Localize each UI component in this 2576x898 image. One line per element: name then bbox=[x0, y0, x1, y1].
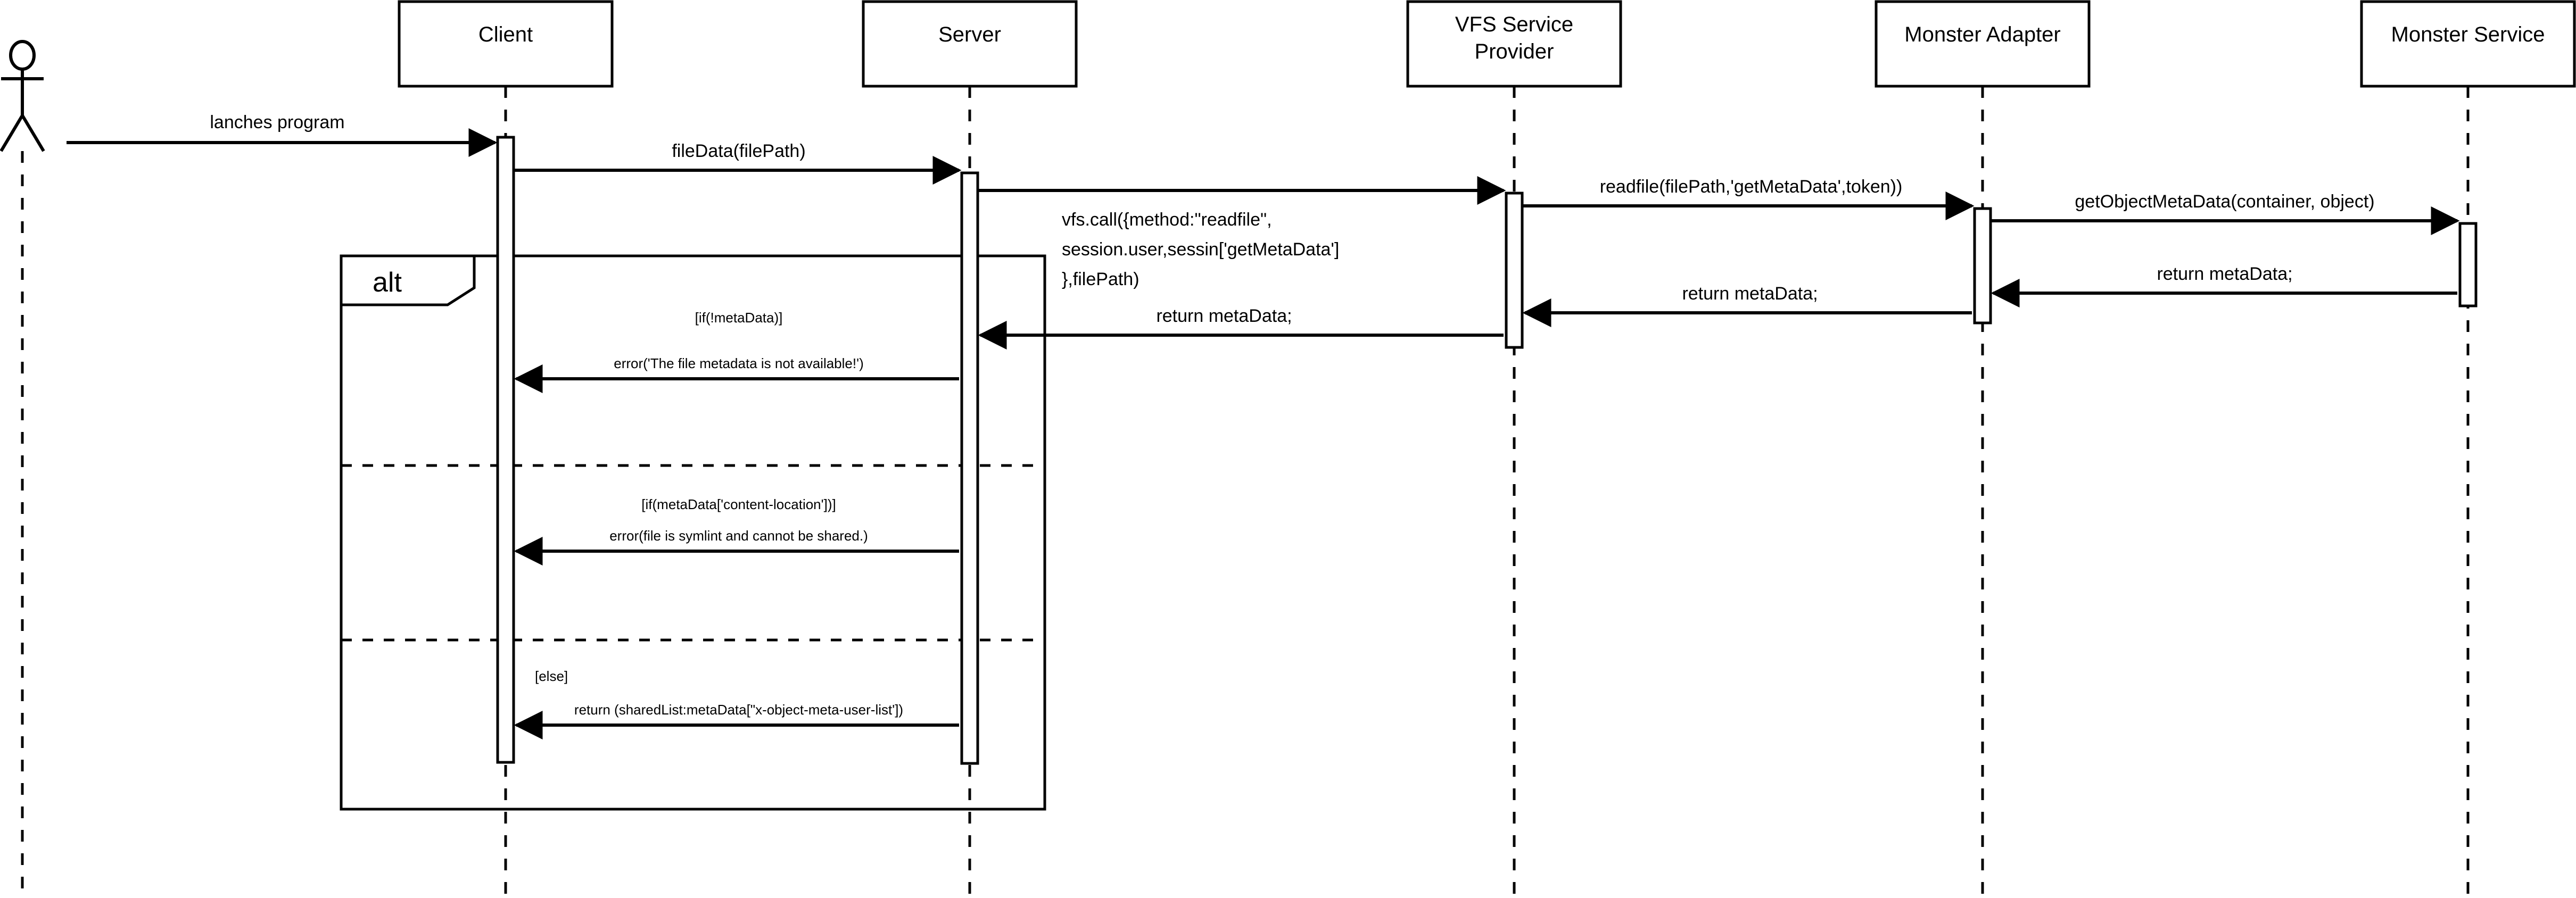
message-vfs-call[interactable]: vfs.call({method:"readfile", session.use… bbox=[978, 176, 1506, 289]
message-label: error('The file metadata is not availabl… bbox=[614, 355, 863, 371]
alt-fragment-operator-label: alt bbox=[373, 267, 402, 298]
activation-bar-server bbox=[960, 171, 979, 765]
message-label: readfile(filePath,'getMetaData',token)) bbox=[1600, 177, 1903, 197]
alt-fragment[interactable]: alt [if(!metaData)] [if(metaData['conten… bbox=[340, 254, 1046, 811]
message-filedata[interactable]: fileData(filePath) bbox=[514, 141, 962, 185]
alt-guard-2: [if(metaData['content-location'])] bbox=[641, 496, 836, 512]
message-readfile[interactable]: readfile(filePath,'getMetaData',token)) bbox=[1522, 177, 1975, 220]
participant-box-monster-adapter[interactable] bbox=[1875, 0, 2091, 88]
message-label-line-1: vfs.call({method:"readfile", bbox=[1062, 210, 1272, 230]
message-label: return metaData; bbox=[1156, 306, 1292, 326]
message-label: return metaData; bbox=[1682, 284, 1818, 304]
alt-fragment-border bbox=[340, 254, 1046, 811]
participant-monster-service[interactable]: Monster Service bbox=[2360, 0, 2576, 898]
participant-label-vfs-line2: Provider bbox=[1475, 40, 1554, 63]
message-label: lanches program bbox=[210, 112, 344, 132]
message-error-symlink[interactable]: error(file is symlint and cannot be shar… bbox=[514, 528, 959, 566]
alt-guard-3: [else] bbox=[535, 668, 568, 684]
message-label: error(file is symlint and cannot be shar… bbox=[609, 528, 868, 544]
message-label: return (sharedList:metaData["x-object-me… bbox=[574, 702, 903, 718]
participant-label-server: Server bbox=[938, 23, 1001, 46]
activation-bar-vfs bbox=[1505, 192, 1524, 349]
message-label: getObjectMetaData(container, object) bbox=[2075, 192, 2374, 212]
actor-stick-figure[interactable] bbox=[0, 40, 45, 898]
message-getobjectmetadata[interactable]: getObjectMetaData(container, object) bbox=[1991, 192, 2460, 235]
message-label: return metaData; bbox=[2157, 264, 2292, 284]
message-label-line-3: },filePath) bbox=[1062, 269, 1140, 289]
actor-left-leg-line bbox=[0, 114, 24, 152]
participant-box-server[interactable] bbox=[862, 0, 1078, 88]
participant-monster-adapter[interactable]: Monster Adapter bbox=[1875, 0, 2091, 898]
message-return-sharedlist[interactable]: return (sharedList:metaData["x-object-me… bbox=[514, 702, 959, 739]
message-return-metadata-vfs[interactable]: return metaData; bbox=[978, 306, 1504, 350]
message-error-metadata-unavailable[interactable]: error('The file metadata is not availabl… bbox=[514, 355, 959, 393]
activation-bar-monster-service bbox=[2458, 222, 2478, 307]
message-label-line-2: session.user,sessin['getMetaData'] bbox=[1062, 239, 1339, 260]
participant-label-vfs-line1: VFS Service bbox=[1455, 13, 1573, 36]
participant-label-monster-adapter: Monster Adapter bbox=[1904, 23, 2061, 46]
message-return-metadata-adapter[interactable]: return metaData; bbox=[1522, 284, 1972, 327]
message-lanches-program[interactable]: lanches program bbox=[67, 112, 498, 157]
participant-box-monster-service[interactable] bbox=[2360, 0, 2576, 88]
message-return-metadata-service[interactable]: return metaData; bbox=[1991, 264, 2457, 307]
message-label: fileData(filePath) bbox=[672, 141, 805, 161]
activation-bar-monster-adapter bbox=[1973, 207, 1992, 325]
actor-right-leg-line bbox=[21, 114, 45, 152]
activation-bar-client bbox=[496, 136, 515, 764]
participant-vfs-service-provider[interactable]: VFS Service Provider bbox=[1406, 0, 1622, 898]
participant-label-monster-service: Monster Service bbox=[2391, 23, 2545, 46]
alt-guard-1: [if(!metaData)] bbox=[695, 310, 783, 326]
participant-box-client[interactable] bbox=[398, 0, 614, 88]
alt-fragment-operator-tab bbox=[340, 254, 476, 306]
participant-label-client: Client bbox=[478, 23, 533, 46]
actor-head-icon bbox=[9, 40, 36, 71]
